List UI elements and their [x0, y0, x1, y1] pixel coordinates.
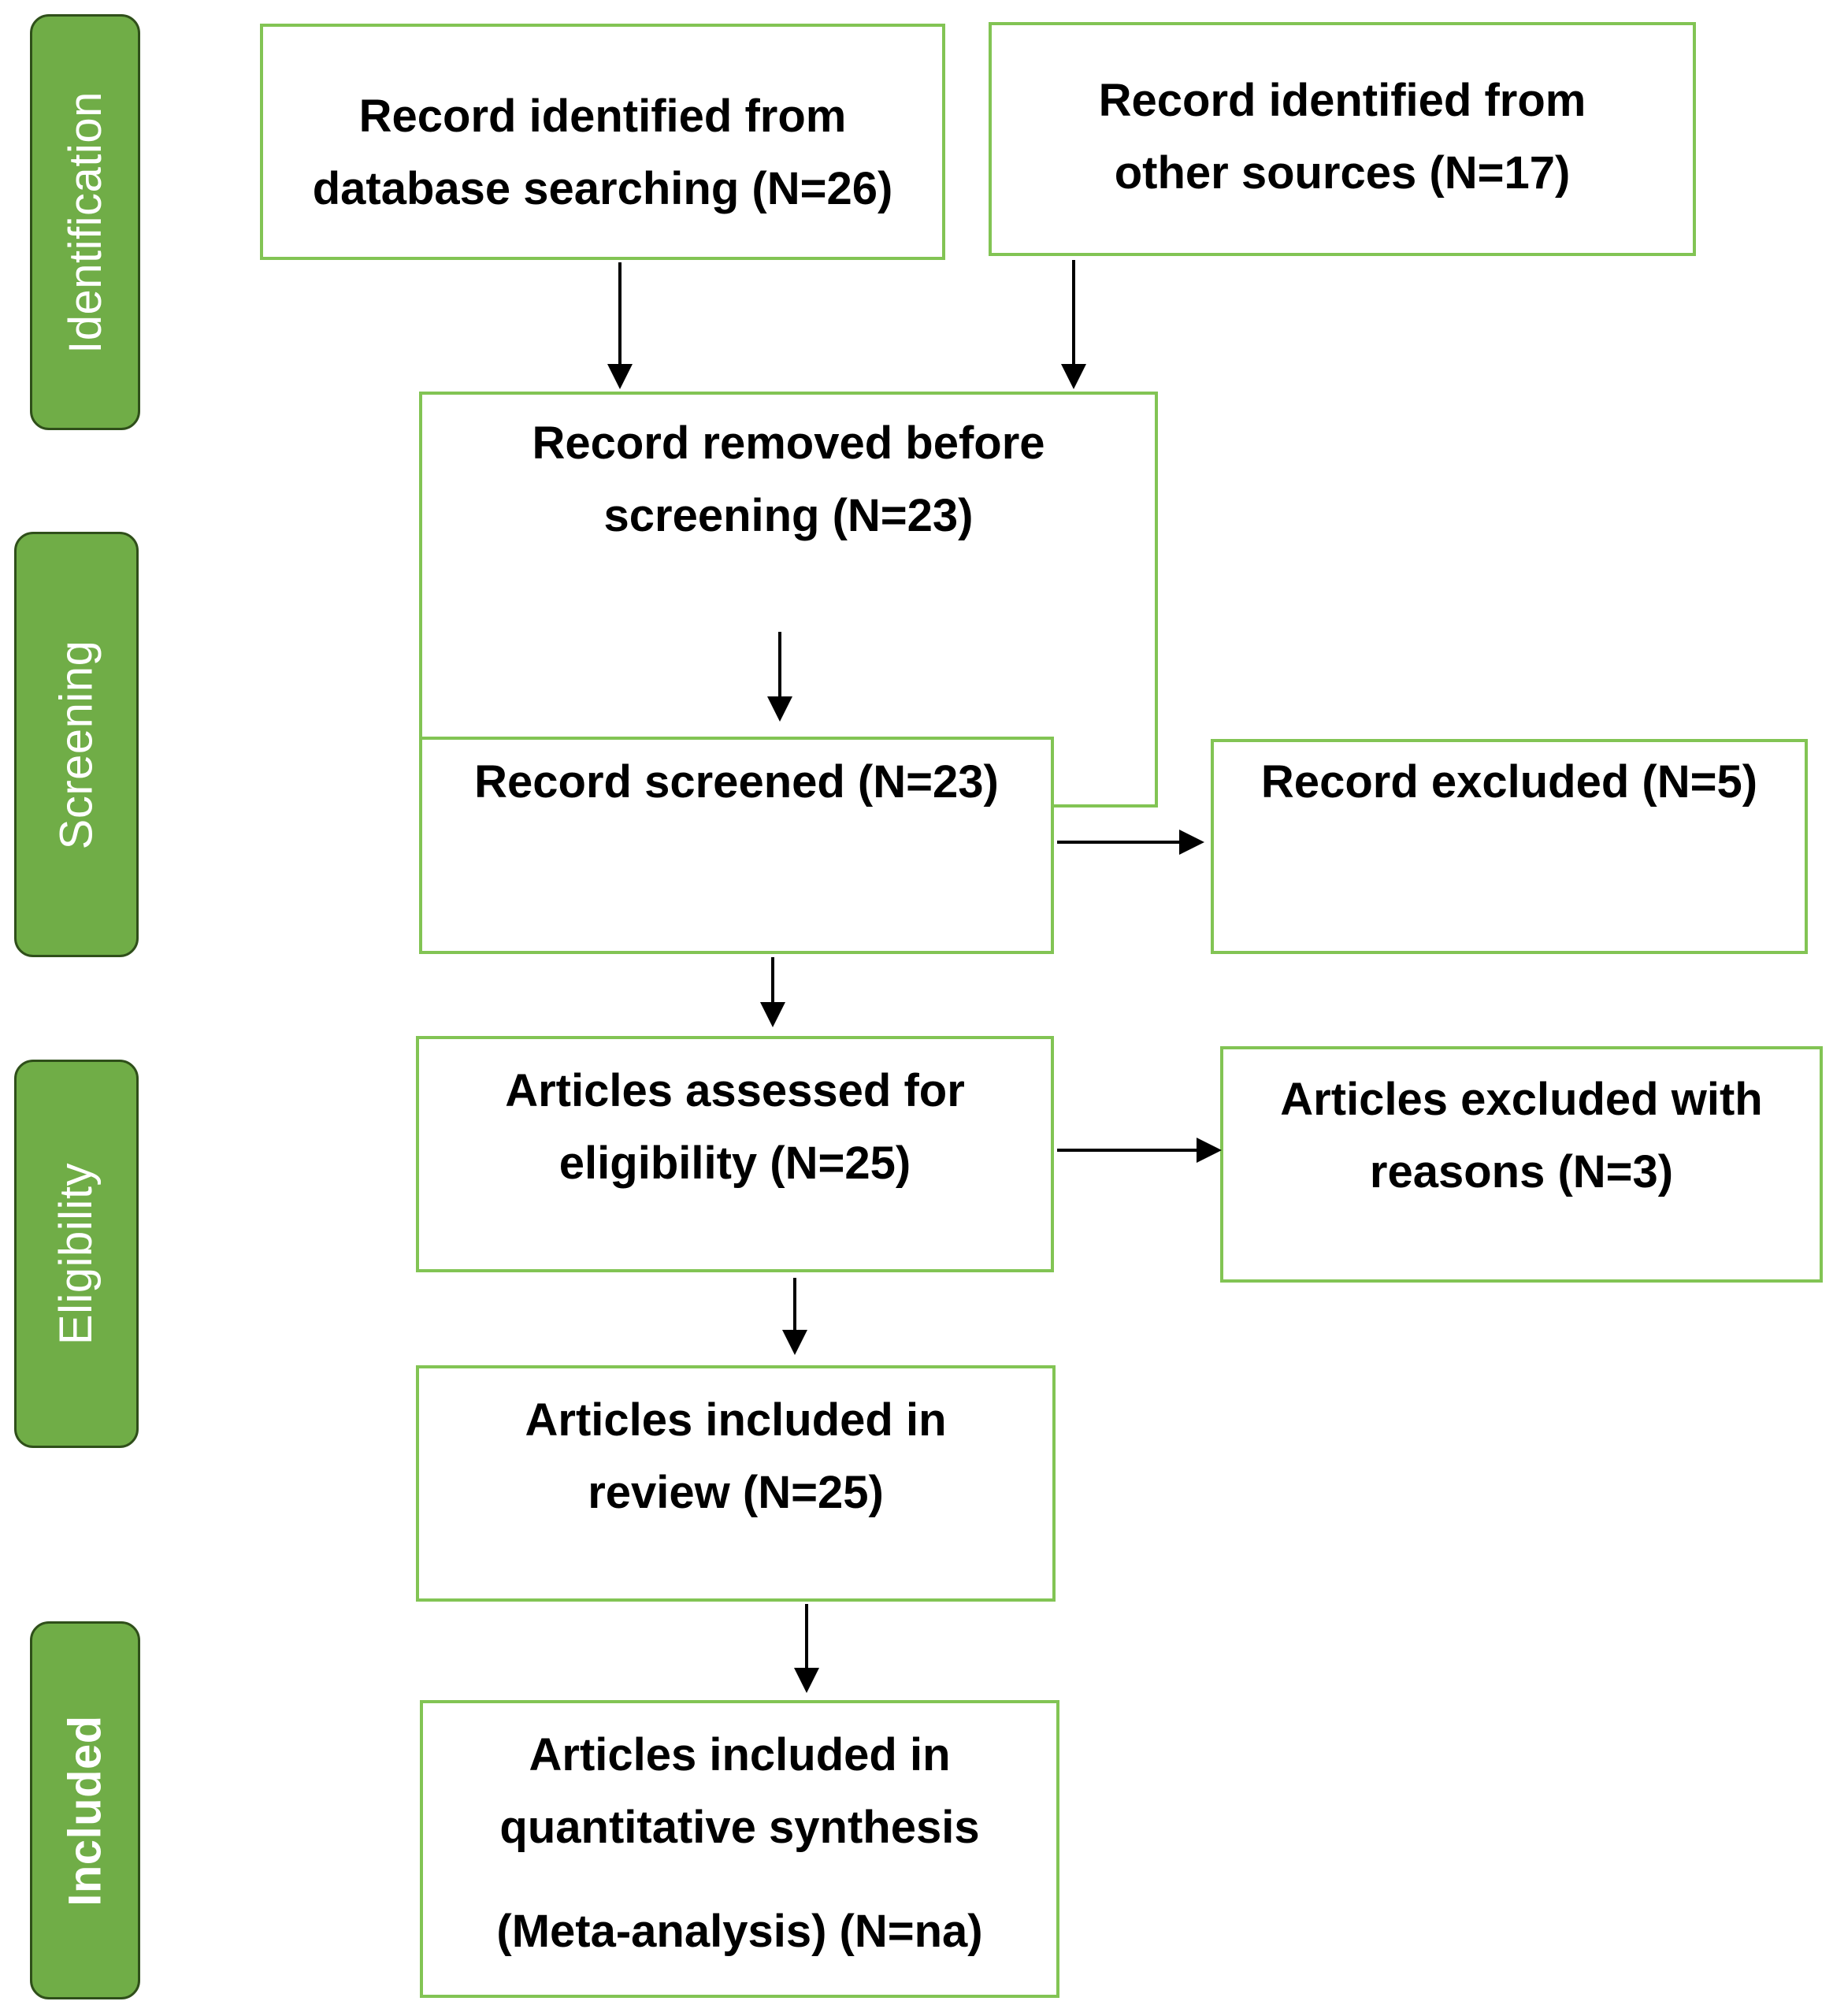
stage-eligibility: Eligibility — [14, 1060, 139, 1448]
box-articles-excluded-reasons-line1: Articles excluded with — [1280, 1074, 1763, 1125]
box-records-screened: Record screened (N=23) — [419, 737, 1054, 954]
box-records-database-line1: Record identified from — [358, 91, 847, 142]
stage-included: Included — [30, 1621, 140, 1999]
box-articles-excluded-reasons: Articles excluded with reasons (N=3) — [1220, 1046, 1823, 1283]
box-records-screened-line1: Record screened (N=23) — [474, 756, 999, 808]
box-records-excluded: Record excluded (N=5) — [1211, 739, 1808, 954]
box-records-other-sources: Record identified from other sources (N=… — [989, 22, 1696, 256]
box-records-other-sources-line2: other sources (N=17) — [1114, 147, 1571, 199]
box-articles-included-review-line2: review (N=25) — [588, 1467, 884, 1518]
stage-screening: Screening — [14, 532, 139, 957]
box-records-database-line2: database searching (N=26) — [312, 163, 893, 214]
box-articles-included-review: Articles included in review (N=25) — [416, 1365, 1056, 1602]
box-articles-excluded-reasons-line2: reasons (N=3) — [1369, 1146, 1674, 1197]
box-records-removed-line1: Record removed before — [532, 418, 1045, 469]
box-records-excluded-line1: Record excluded (N=5) — [1260, 756, 1758, 808]
box-records-other-sources-line1: Record identified from — [1098, 75, 1586, 126]
stage-identification: Identification — [30, 14, 140, 430]
box-records-removed-content: Record removed before screening (N=23) — [419, 392, 1158, 628]
box-articles-assessed: Articles assessed for eligibility (N=25) — [416, 1036, 1054, 1272]
box-records-removed-line2: screening (N=23) — [603, 490, 974, 541]
box-records-database: Record identified from database searchin… — [260, 24, 945, 260]
box-articles-assessed-line2: eligibility (N=25) — [558, 1138, 911, 1189]
box-articles-quantitative-line1: Articles included in — [529, 1729, 951, 1780]
box-articles-quantitative: Articles included in quantitative synthe… — [420, 1700, 1059, 1998]
box-articles-quantitative-line3: (Meta-analysis) (N=na) — [496, 1906, 983, 1957]
box-articles-included-review-line1: Articles included in — [525, 1394, 947, 1446]
box-articles-assessed-line1: Articles assessed for — [505, 1065, 965, 1116]
box-articles-quantitative-line2: quantitative synthesis — [499, 1802, 980, 1853]
